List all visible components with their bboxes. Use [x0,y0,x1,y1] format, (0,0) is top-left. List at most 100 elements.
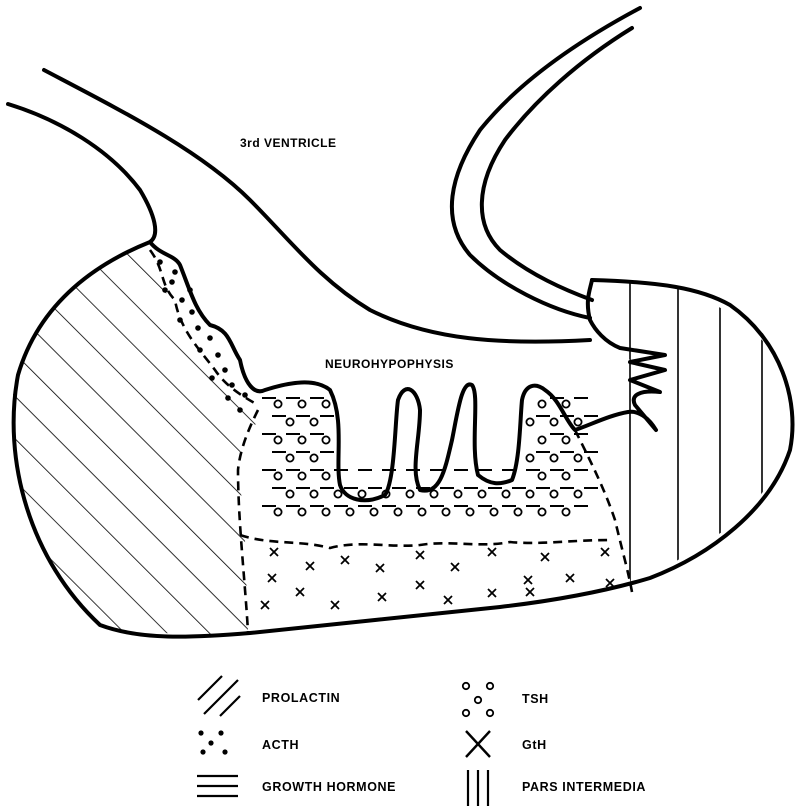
tsh-legend-symbol [463,683,493,716]
tsh-circle [322,472,329,479]
gth-cross [270,548,278,556]
tsh-circle [310,490,317,497]
gth-cross [331,601,339,609]
tsh-circle [514,508,521,515]
acth-dot [209,375,215,381]
gth-cross [416,581,424,589]
acth-dot [242,392,248,398]
acth-dot [229,382,235,388]
acth-dot [172,269,178,275]
tsh-circle [298,472,305,479]
tsh-circle [286,418,293,425]
tsh-circle [346,508,353,515]
growth-hormone-legend-symbol [197,776,238,796]
acth-dot [222,367,228,373]
tsh-circle [298,436,305,443]
tsh-circle [286,490,293,497]
gth-cross [416,551,424,559]
tsh-circle [406,490,413,497]
tsh-circle [322,400,329,407]
tsh-circle [394,508,401,515]
tsh-circle [286,454,293,461]
prolactin-legend-symbol [198,676,240,716]
legend: PROLACTIN ACTH GROWTH HORMONE TSH [197,676,646,806]
pars-intermedia-region [630,270,762,600]
acth-dot [207,335,213,341]
tsh-circle [538,472,545,479]
gth-legend-symbol [466,731,490,757]
tsh-circle [298,508,305,515]
tsh-circle [538,508,545,515]
tsh-circle [538,400,545,407]
legend-acth: ACTH [262,738,299,752]
gth-cross [541,553,549,561]
tsh-circle [490,508,497,515]
tsh-circle [550,418,557,425]
acth-dot [237,407,243,413]
gth-cross [376,564,384,572]
tsh-circle [466,508,473,515]
acth-dot [215,352,221,358]
tsh-circle [274,400,281,407]
tsh-circle [274,472,281,479]
tsh-circle [526,418,533,425]
tsh-circle [574,418,581,425]
gth-cross [606,579,614,587]
tsh-circle [574,454,581,461]
tsh-circle [370,508,377,515]
tsh-circle [274,436,281,443]
tsh-circle [550,490,557,497]
neurohypophysis-label: NEUROHYPOPHYSIS [325,357,454,371]
tsh-circle [322,436,329,443]
tsh-circle [562,436,569,443]
legend-gth: GtH [522,738,547,752]
tsh-circle [334,490,341,497]
acth-dot [162,287,168,293]
tsh-circle [562,400,569,407]
pars-intermedia-legend-symbol [468,770,488,806]
tsh-circle [310,454,317,461]
tsh-circle [538,436,545,443]
gth-cross [378,593,386,601]
tsh-circle [274,508,281,515]
tsh-circle [478,490,485,497]
tsh-circle [526,490,533,497]
prolactin-region [0,230,270,650]
tsh-circle [310,418,317,425]
gth-cross [566,574,574,582]
third-ventricle-label: 3rd VENTRICLE [240,136,337,150]
gth-cross [444,596,452,604]
gth-cross [341,556,349,564]
gth-cross [451,563,459,571]
tsh-circle [526,454,533,461]
tsh-circle [298,400,305,407]
gth-cross [488,548,496,556]
tsh-circle [562,472,569,479]
gth-cross [601,548,609,556]
gth-cross [306,562,314,570]
legend-growth-hormone: GROWTH HORMONE [262,780,396,794]
tsh-circle [418,508,425,515]
gth-cross [488,589,496,597]
acth-dot [169,279,175,285]
acth-dot [189,309,195,315]
tsh-circle [550,454,557,461]
gth-cross [268,574,276,582]
gth-cross [524,576,532,584]
tsh-circle [442,508,449,515]
acth-dot [225,395,231,401]
acth-dot [195,325,201,331]
legend-prolactin: PROLACTIN [262,691,340,705]
tsh-region [274,400,581,515]
tsh-circle [562,508,569,515]
tsh-circle [322,508,329,515]
tsh-circle [358,490,365,497]
tsh-circle [574,490,581,497]
acth-dot [179,297,185,303]
tsh-circle [430,490,437,497]
legend-tsh: TSH [522,692,549,706]
tsh-circle [454,490,461,497]
gth-cross [296,588,304,596]
gth-cross [526,588,534,596]
